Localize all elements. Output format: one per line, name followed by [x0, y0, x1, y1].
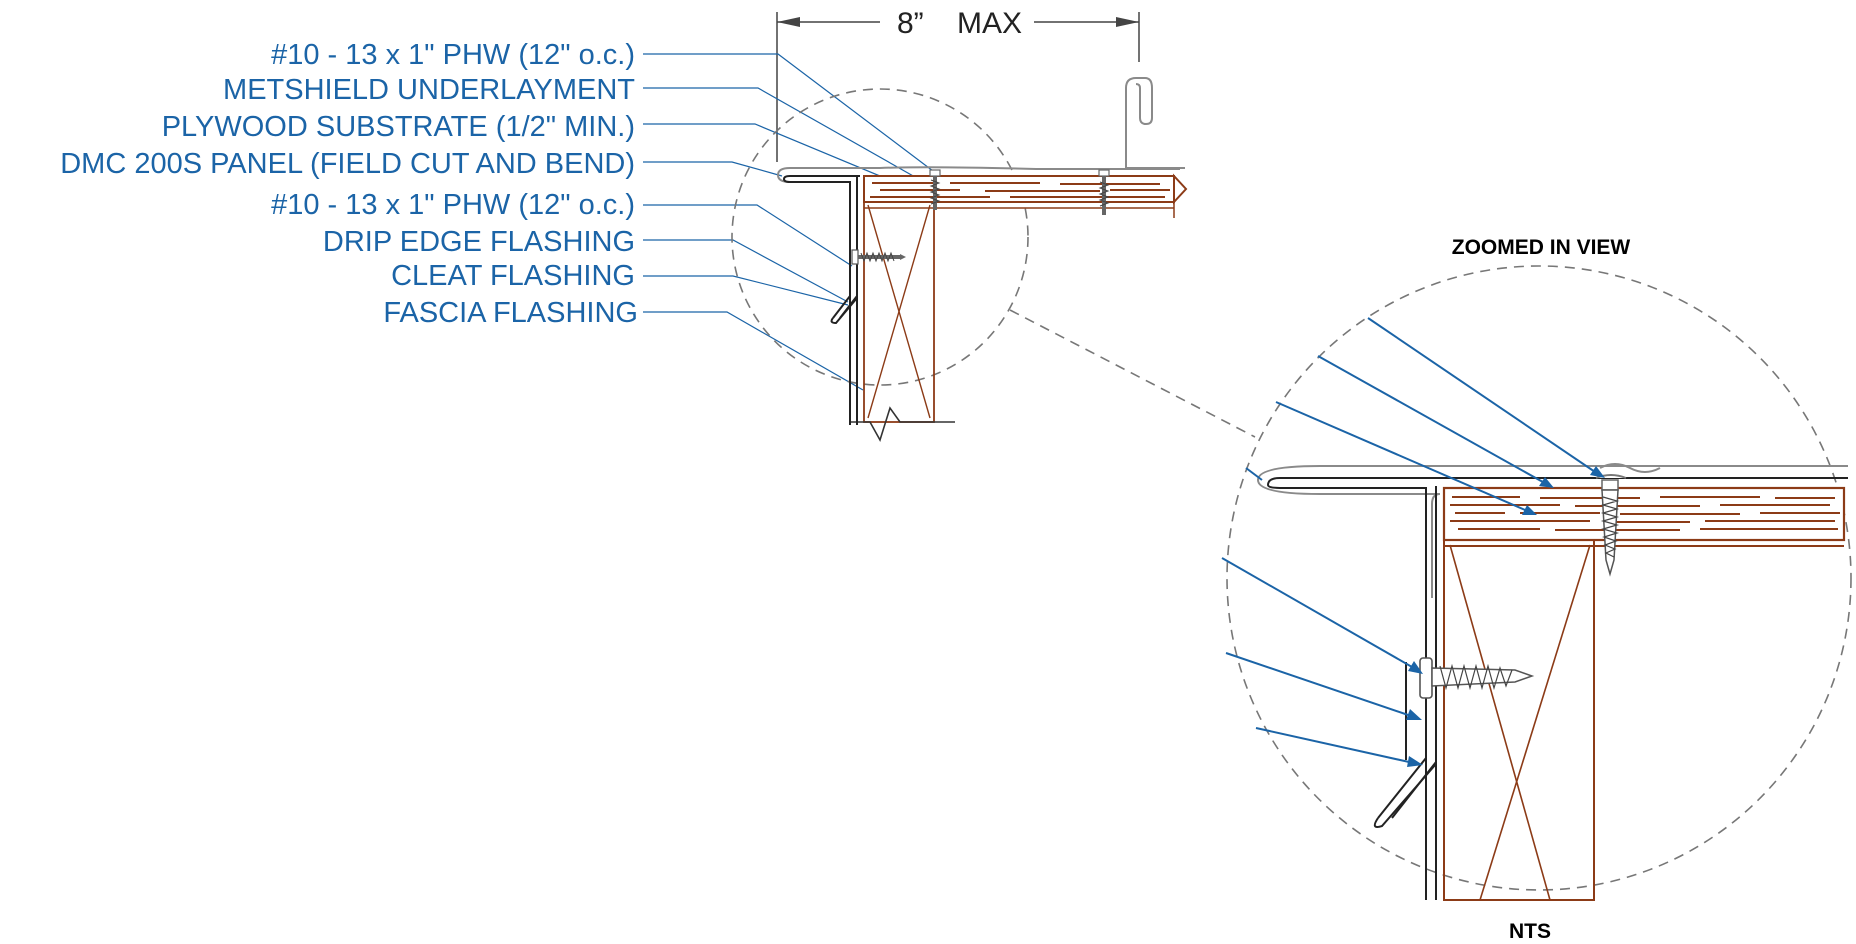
- label-underlayment: METSHIELD UNDERLAYMENT: [223, 74, 635, 106]
- label-fascia: FASCIA FLASHING: [383, 297, 638, 329]
- side-screw-small: [851, 249, 906, 265]
- detail-circle: [731, 88, 1029, 386]
- top-screw-zoomed: [1595, 474, 1627, 577]
- leader-lines: [643, 53, 934, 391]
- zoom-circle: [1226, 265, 1852, 891]
- label-panel: DMC 200S PANEL (FIELD CUT AND BEND): [60, 148, 635, 180]
- label-plywood-substrate: PLYWOOD SUBSTRATE (1/2" MIN.): [162, 111, 635, 143]
- zoomed-leaders: [1221, 317, 1605, 767]
- label-cleat: CLEAT FLASHING: [391, 260, 635, 292]
- main-detail: [731, 77, 1256, 443]
- callout-labels: #10 - 13 x 1" PHW (12" o.c.) METSHIELD U…: [60, 39, 638, 329]
- label-screw-fascia: #10 - 13 x 1" PHW (12" o.c.): [271, 189, 635, 221]
- zoomed-detail: [1221, 265, 1852, 901]
- dimension-value: 8”: [897, 7, 924, 40]
- label-screw-top: #10 - 13 x 1" PHW (12" o.c.): [271, 39, 635, 71]
- scale-note: NTS: [1509, 920, 1551, 943]
- label-drip-edge: DRIP EDGE FLASHING: [323, 226, 635, 258]
- top-screw-small-2: [1098, 169, 1110, 215]
- side-screw-zoomed: [1419, 657, 1535, 699]
- top-screw-small: [929, 169, 941, 210]
- zoomed-view-title: ZOOMED IN VIEW: [1452, 236, 1631, 259]
- dimension-max-label: MAX: [957, 7, 1022, 40]
- dimension-8-max: 8” MAX: [776, 7, 1140, 162]
